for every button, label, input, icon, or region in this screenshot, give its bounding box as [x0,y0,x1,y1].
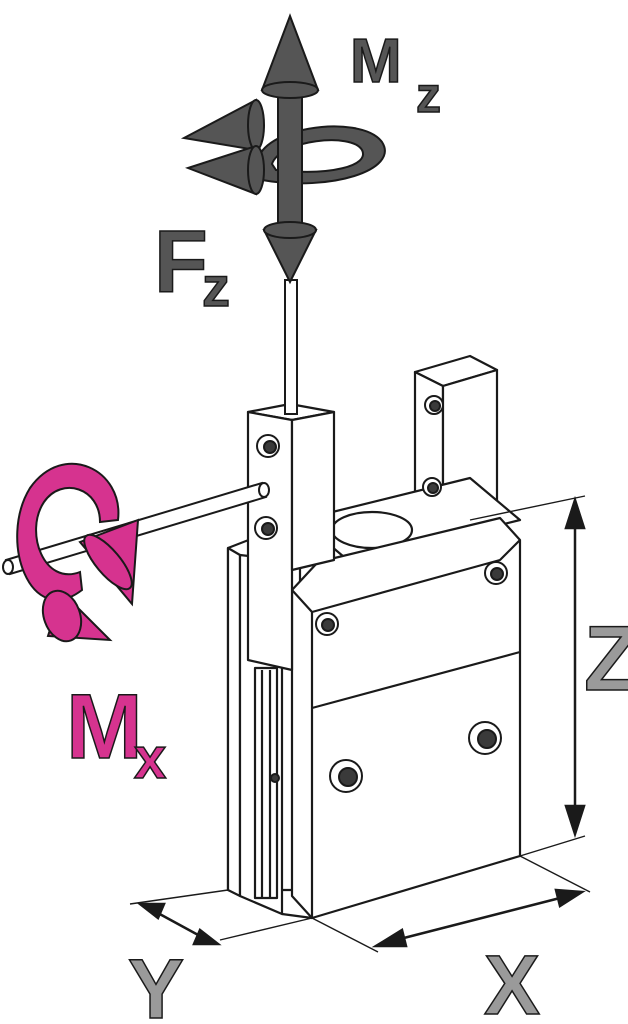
y-dim-arrowhead-left [136,902,166,920]
mx-rotation-arrow [16,462,120,601]
label-mx: M x [65,675,167,792]
mz-arrowhead-lower [184,144,257,196]
label-z-dimension: Z [584,608,628,710]
mz-fz-arrows [180,13,386,285]
label-mz-main: M [350,27,402,96]
z-dim-arrowhead-top [564,495,586,530]
vertical-rod [284,279,298,415]
label-y-dimension: Y [128,942,184,1024]
x-dim-arrowhead-left [371,928,408,948]
fz-arrowhead-up [260,13,320,91]
label-x-dimension: X [484,938,540,1024]
y-dim-arrowhead-right [192,928,222,946]
mx-arrows [16,462,140,643]
dimension-arrows [136,495,586,948]
mounting-holes [254,395,508,793]
label-fz-sub: z [202,255,230,318]
label-mz: M z [349,26,442,124]
z-dim-arrowhead-bottom [564,804,586,839]
label-mx-sub: x [134,726,166,791]
mz-arrowhead-upper [180,98,257,152]
gripper-body [226,354,522,920]
dimension-lines [129,495,591,953]
fz-shaft [277,89,303,231]
label-fz-main: F [154,212,208,311]
label-mz-sub: z [416,67,441,123]
label-mx-main: M [66,676,143,778]
x-dim-arrowhead-right [554,888,586,908]
label-fz: F z [153,211,231,319]
